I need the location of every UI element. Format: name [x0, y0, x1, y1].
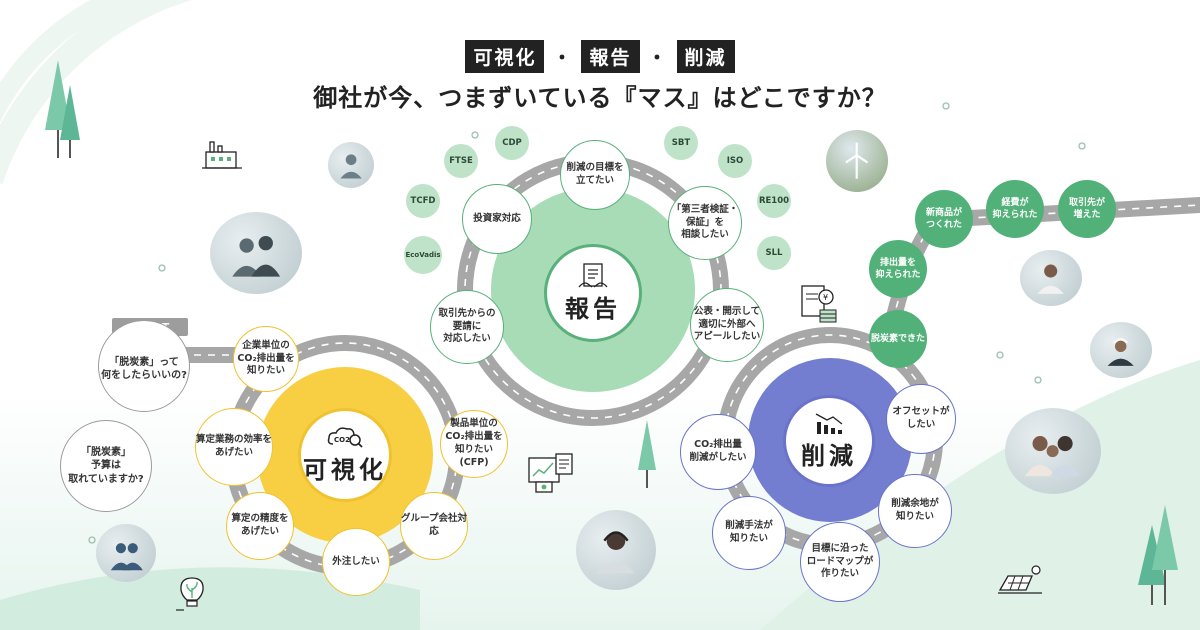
top-left-arcs [0, 0, 192, 185]
badge-sbt: SBT [664, 126, 698, 160]
goal-node[interactable]: 排出量を 抑えられた [869, 240, 927, 298]
reduce-node[interactable]: CO₂排出量 削減がしたい [680, 414, 756, 490]
hardhat-person-icon [1107, 338, 1135, 367]
tree-center-bottom [638, 420, 656, 488]
lightbulb-plant-icon [176, 577, 204, 611]
tree-top-left [45, 60, 80, 158]
report-hub-label: 報告 [565, 294, 621, 323]
person-icon [1037, 264, 1065, 295]
report-node[interactable]: 取引先からの 要請に 対応したい [430, 290, 504, 364]
badge-sll: SLL [757, 236, 791, 270]
report-node[interactable]: 投資家対応 [462, 184, 532, 254]
photo-operator-headset [576, 510, 656, 590]
visualize-node[interactable]: 製品単位の CO₂排出量を 知りたい(CFP) [440, 410, 508, 478]
visualize-node[interactable]: 算定業務の効率を あげたい [195, 408, 273, 486]
page-subtitle: 御社が今、つまずいている『マス』はどこですか？ [313, 84, 887, 112]
photo-two-businessmen [210, 212, 302, 294]
decorative-dots [88, 102, 1086, 544]
visualize-hub-label: 可視化 [303, 455, 387, 484]
report-node[interactable]: 削減の目標を 立てたい [560, 140, 630, 210]
goal-node[interactable]: 経費が 抑えられた [986, 180, 1044, 238]
tag-report: 報告 [581, 40, 640, 73]
people-icon [232, 236, 280, 277]
photo-worker [328, 142, 374, 188]
photo-family [1005, 408, 1101, 494]
badge-cdp: CDP [495, 126, 529, 160]
tree-bottom-right [1138, 505, 1178, 605]
report-hub[interactable]: 報告 [544, 244, 642, 342]
visualize-node[interactable]: 外注したい [322, 528, 390, 596]
headset-person-icon [597, 531, 635, 574]
photo-wind-turbines [826, 130, 888, 192]
declining-chart-icon [815, 412, 843, 434]
reduce-node[interactable]: 目標に沿った ロードマップが 作りたい [800, 522, 880, 602]
reduce-node[interactable]: オフセットが したい [886, 384, 956, 454]
wind-turbine-icon [845, 142, 869, 180]
goal-node[interactable]: 新商品が つくれた [915, 190, 973, 248]
tag-separator: ・ [552, 47, 574, 69]
svg-text:¥: ¥ [823, 293, 828, 302]
family-icon [1025, 435, 1081, 477]
badge-iso: ISO [718, 144, 752, 178]
goal-node[interactable]: 取引先が 増えた [1058, 180, 1116, 238]
report-node[interactable]: 公表・開示して 適切に外部へ アピールしたい [690, 288, 764, 362]
factory-icon [202, 141, 242, 169]
photo-hardhat-worker [1090, 322, 1152, 378]
badge-re100: RE100 [757, 184, 791, 218]
visualize-node[interactable]: 企業単位の CO₂排出量を 知りたい [233, 326, 299, 392]
visualize-node[interactable]: 算定の精度を あげたい [226, 492, 294, 560]
svg-text:CO2: CO2 [334, 436, 350, 444]
badge-tcfd: TCFD [406, 184, 440, 218]
photo-factory-workers [96, 524, 156, 582]
visualize-node[interactable]: グループ会社対応 [400, 492, 468, 560]
people-icon [110, 542, 143, 570]
data-dashboard-icon [528, 453, 573, 493]
co2-search-icon: CO2 [327, 426, 363, 448]
goal-node[interactable]: 脱炭素できた [869, 310, 927, 368]
badge-ecovadis: EcoVadis [404, 236, 442, 274]
visualize-hub[interactable]: CO2 可視化 [298, 408, 392, 502]
report-node[interactable]: 「第三者検証・ 保証」を 相談したい [668, 186, 742, 260]
title-tags: 可視化・報告・削減 [0, 40, 1200, 73]
badge-ftse: FTSE [444, 144, 478, 178]
reduce-node[interactable]: 削減手法が 知りたい [712, 496, 786, 570]
reduce-hub[interactable]: 削減 [783, 395, 875, 487]
photo-smiling-woman [1020, 250, 1082, 306]
tag-reduce: 削減 [676, 40, 735, 73]
tag-separator: ・ [647, 47, 669, 69]
bottom-hill-left [0, 567, 420, 630]
reduce-hub-label: 削減 [801, 441, 857, 470]
tag-visualize: 可視化 [465, 40, 545, 73]
budget-question-node[interactable]: 「脱炭素」 予算は 取れていますか? [60, 420, 152, 512]
start-node[interactable]: 「脱炭素」って 何をしたらいいの? [98, 320, 190, 412]
invoice-coins-icon: ¥ [801, 285, 837, 323]
solar-panel-icon [998, 565, 1042, 594]
reduce-node[interactable]: 削減余地が 知りたい [878, 474, 952, 548]
person-icon [340, 154, 362, 179]
report-document-icon [578, 262, 608, 288]
